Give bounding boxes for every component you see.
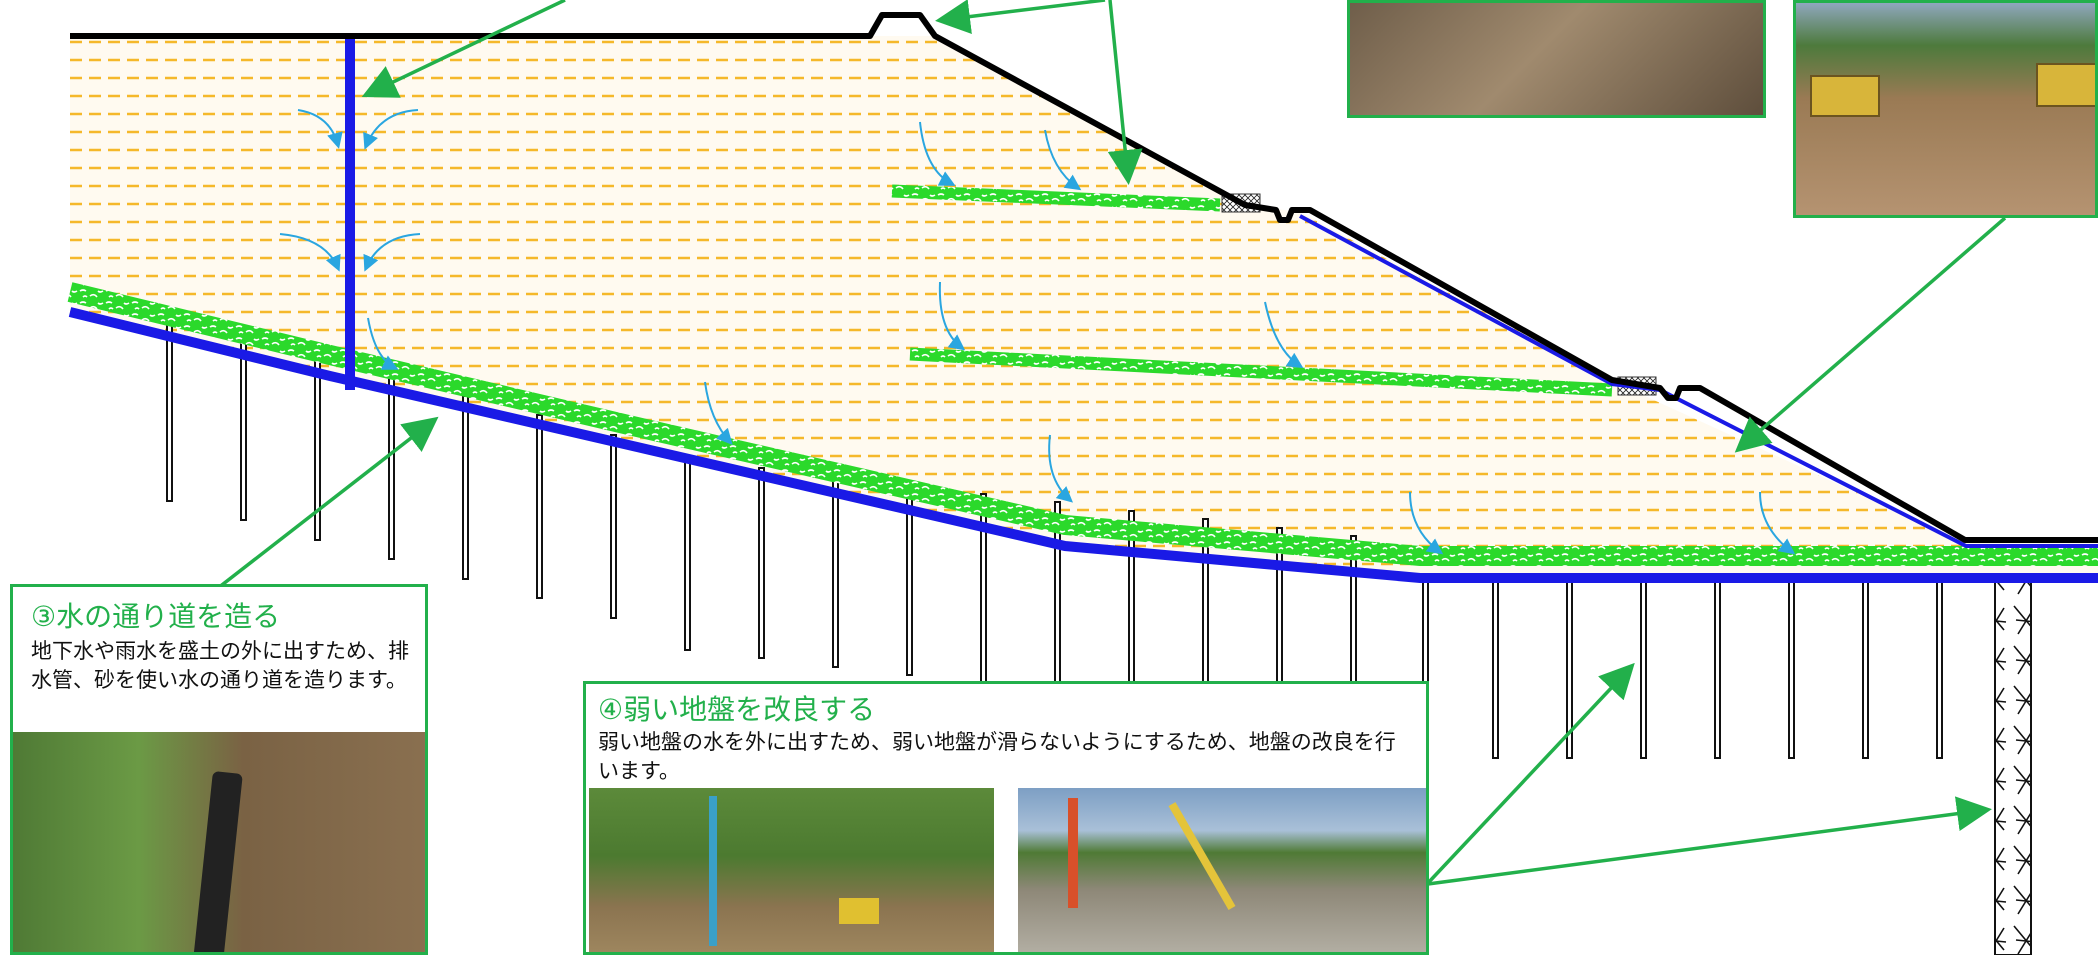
drain-pipe-icon [193,770,243,952]
ground-surface-line [70,12,2098,548]
leader-arrows [216,0,2007,886]
soil-cement-column [1994,575,2032,955]
callout-water-path-title: ③水の通り道を造る [31,600,281,633]
bulldozer-icon [2036,63,2095,107]
callout-water-path-text: 地下水や雨水を盛土の外に出すため、排水管、砂を使い水の通り道を造ります。 [31,639,409,692]
seepage-arrows [279,109,1796,555]
crane-icon [1068,798,1078,908]
ground-improvement-piles [166,317,1943,759]
base-drainage-layer [67,282,2098,583]
crane-boom-icon [1168,802,1236,910]
dump-truck-icon [1810,75,1880,117]
earthwork-machines-photo [1793,0,2098,218]
callout-water-path: ③水の通り道を造る 地下水や雨水を盛土の外に出すため、排水管、砂を使い水の通り道… [10,584,428,955]
callout-ground-improvement-title: ④弱い地盤を改良する [598,693,876,726]
callout-ground-improvement-text: 弱い地盤の水を外に出すため、弱い地盤が滑らないようにするため、地盤の改良を行いま… [598,730,1396,783]
gravel-closeup-photo [1347,0,1766,118]
improved-ground-photo [1018,788,1426,952]
drill-rig-icon [709,796,717,946]
excavator-icon [839,898,879,924]
pile-rig-site-photo [589,788,994,952]
drain-pipe-trench-photo [13,732,425,952]
callout-ground-improvement: ④弱い地盤を改良する 弱い地盤の水を外に出すため、弱い地盤が滑らないようにするた… [583,681,1429,955]
